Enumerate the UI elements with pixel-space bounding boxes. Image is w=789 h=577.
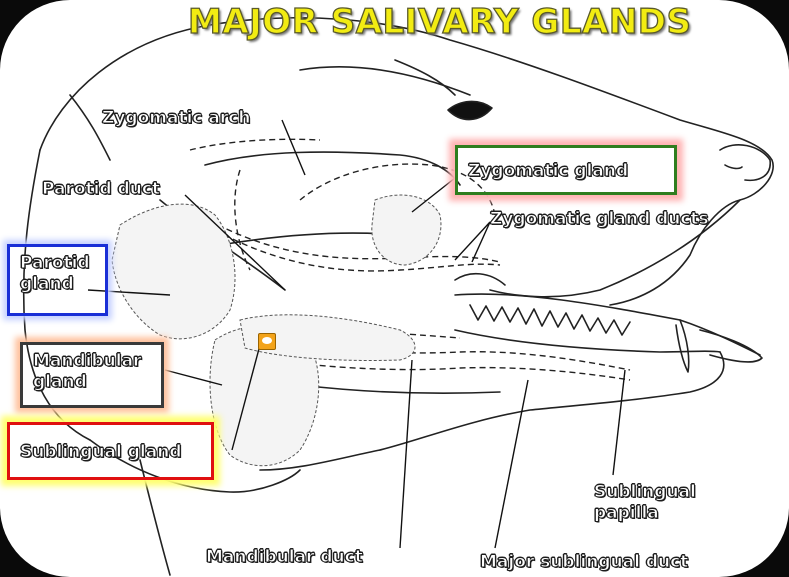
label-major-sublingual-duct: Major sublingual duct <box>480 552 689 573</box>
label-sublingual-papilla-line-2: papilla <box>594 503 660 524</box>
label-sublingual-papilla: Sublingual papilla <box>594 482 697 525</box>
mandibular-gland-box: Mandibular gland <box>20 342 164 408</box>
leader-major-sublingual-duct <box>494 379 529 549</box>
leader-mandibular-duct <box>399 359 413 549</box>
upper-jaw-line <box>454 293 761 356</box>
label-zygomatic-gland: Zygomatic gland <box>468 161 629 182</box>
leader-zygomatic-ducts-b <box>471 221 491 263</box>
leader-parotid-gland <box>87 289 171 296</box>
leader-sublingual-gland <box>231 344 261 451</box>
parotid-duct-dashed <box>214 229 501 272</box>
comment-note-icon[interactable] <box>258 333 276 350</box>
slide-title: MAJOR SALIVARY GLANDS <box>187 1 692 42</box>
lower-jaw-line <box>454 329 721 353</box>
sublingual-gland-box: Sublingual gland <box>7 422 214 480</box>
label-parotid-line-2: gland <box>20 274 75 295</box>
zygomatic-gland-shape <box>371 194 442 266</box>
leader-zygomatic-ducts-a <box>454 221 491 261</box>
label-parotid-duct: Parotid duct <box>42 179 161 200</box>
eye-shape <box>447 100 493 121</box>
parotid-gland-box: Parotid gland <box>7 244 108 316</box>
mandibular-duct-dashed <box>269 344 631 371</box>
label-sublingual-papilla-line-1: Sublingual <box>594 482 697 503</box>
leader-zygomatic-arch <box>281 119 306 176</box>
tongue-shape <box>699 329 763 363</box>
label-mandibular-duct: Mandibular duct <box>206 547 364 568</box>
label-sublingual-gland: Sublingual gland <box>20 442 182 463</box>
sublingual-gland-shape <box>239 314 416 361</box>
label-parotid-line-1: Parotid <box>20 253 91 274</box>
canine-tooth <box>675 319 690 373</box>
zygomatic-gland-box: Zygomatic gland <box>455 145 677 195</box>
leader-parotid-duct <box>184 194 286 291</box>
label-mandibular-line-1: Mandibular <box>33 351 142 372</box>
parotid-gland-shape <box>111 203 236 340</box>
label-zygomatic-gland-ducts: Zygomatic gland ducts <box>490 209 710 230</box>
nose-shape <box>719 144 771 182</box>
leader-zygomatic-gland <box>411 177 456 213</box>
label-zygomatic-arch: Zygomatic arch <box>102 108 251 129</box>
leader-sublingual-papilla <box>612 369 626 476</box>
label-mandibular-line-2: gland <box>33 372 88 393</box>
leader-mandibular-gland <box>164 369 223 386</box>
